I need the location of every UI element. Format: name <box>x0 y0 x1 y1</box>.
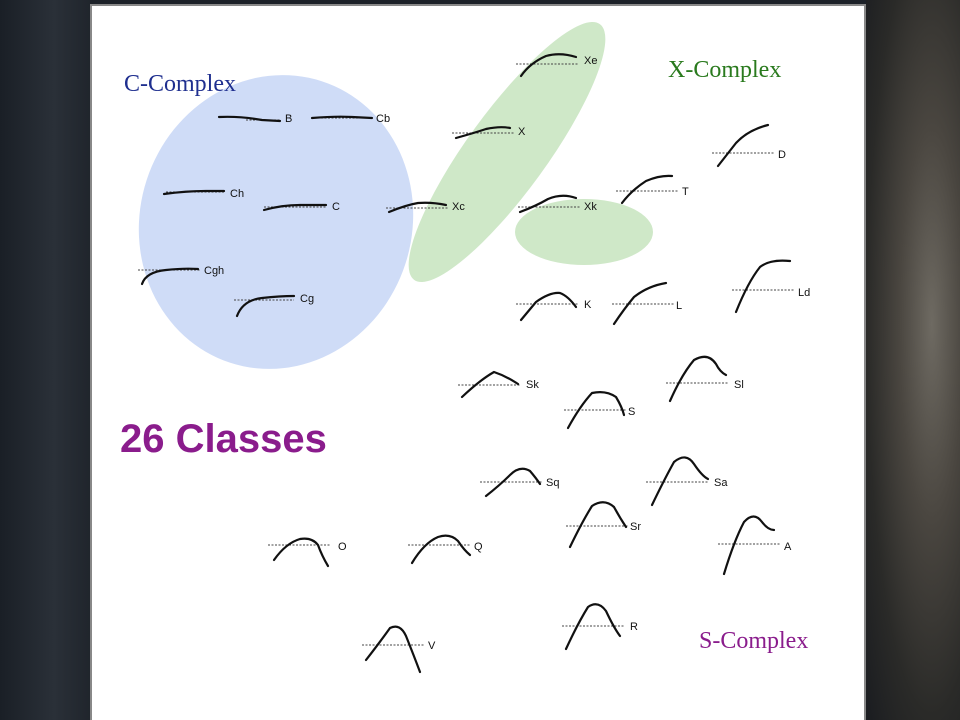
spectrum-c: C <box>262 201 340 213</box>
class-label: Ch <box>230 188 244 200</box>
spectrum-o: O <box>268 537 347 568</box>
class-label: A <box>784 541 792 553</box>
spectrum-d: D <box>712 123 786 168</box>
class-label: Cg <box>300 293 314 305</box>
spectrum-curve <box>568 501 628 549</box>
spectrum-a: A <box>718 515 792 576</box>
class-label: R <box>630 621 638 633</box>
spectrum-curve <box>410 534 472 565</box>
class-label: X <box>518 126 526 138</box>
spectrum-sq: Sq <box>480 467 559 498</box>
spectrum-curve <box>217 115 282 123</box>
class-label: K <box>584 299 592 311</box>
spectrum-s: S <box>564 391 635 430</box>
spectrum-curve <box>387 201 448 214</box>
spectrum-ld: Ld <box>732 259 810 314</box>
class-label: L <box>676 300 682 312</box>
spectrum-curve <box>162 189 226 196</box>
spectrum-xc: Xc <box>386 201 465 214</box>
spectrum-curve <box>519 291 578 322</box>
class-label: Cgh <box>204 265 224 277</box>
class-label: Sq <box>546 477 559 489</box>
spectrum-curve <box>612 281 668 326</box>
spectrum-l: L <box>612 281 682 326</box>
spectrum-cg: Cg <box>234 293 314 318</box>
class-label: C <box>332 201 340 213</box>
spectrum-curve <box>310 115 374 120</box>
spectrum-xe: Xe <box>516 53 597 78</box>
class-label: S <box>628 406 635 418</box>
spectrum-x: X <box>452 126 526 140</box>
spectrum-sk: Sk <box>458 370 539 399</box>
spectrum-xk: Xk <box>518 194 597 214</box>
spectrum-curve <box>620 174 674 205</box>
spectrum-b: B <box>217 113 292 125</box>
spectrum-cgh: Cgh <box>138 265 224 286</box>
spectrum-curve <box>262 203 328 212</box>
spectrum-r: R <box>562 603 638 651</box>
class-label: Xe <box>584 55 597 67</box>
spectrum-t: T <box>616 174 689 205</box>
class-label: O <box>338 541 347 553</box>
class-label: Cb <box>376 113 390 125</box>
c-complex-label: C-Complex <box>124 71 236 97</box>
spectrum-cb: Cb <box>310 113 390 125</box>
spectrum-q: Q <box>408 534 483 565</box>
spectrum-curve <box>519 53 578 78</box>
spectrum-curve <box>650 456 710 507</box>
spectrum-v: V <box>362 625 436 674</box>
spectrum-sa: Sa <box>646 456 728 507</box>
class-label: B <box>285 113 292 125</box>
class-label: Q <box>474 541 483 553</box>
spectrum-curve <box>722 515 776 576</box>
x-complex-region <box>408 22 606 282</box>
class-label: Ld <box>798 287 810 299</box>
xk-region <box>515 199 653 265</box>
spectrum-curve <box>454 126 512 140</box>
spectrum-curve <box>734 259 792 314</box>
class-label: Sk <box>526 379 539 391</box>
spectrum-ch: Ch <box>162 188 244 200</box>
class-label: T <box>682 186 689 198</box>
spectrum-curve <box>272 537 330 568</box>
spectrum-curve <box>140 267 200 286</box>
asteroid-background-image <box>866 0 960 720</box>
class-label: Sa <box>714 477 728 489</box>
class-label: D <box>778 149 786 161</box>
c-complex-region <box>138 75 414 369</box>
spectrum-curve <box>460 370 520 399</box>
spectrum-sl: Sl <box>666 355 744 403</box>
spectrum-curve <box>668 355 728 403</box>
class-count-title: 26 Classes <box>120 417 327 461</box>
spectrum-sr: Sr <box>566 501 641 549</box>
spectrum-curve <box>364 625 422 674</box>
spectrum-curve <box>564 603 622 651</box>
x-complex-label: X-Complex <box>668 57 781 83</box>
class-label: V <box>428 640 436 652</box>
left-background <box>0 0 90 720</box>
spectrum-curve <box>484 467 542 498</box>
spectrum-curve <box>235 294 296 318</box>
spectrum-k: K <box>516 291 592 322</box>
spectrum-curve <box>716 123 770 168</box>
class-label: Xk <box>584 201 597 213</box>
class-label: Sl <box>734 379 744 391</box>
spectrum-curve <box>518 194 578 214</box>
spectrum-curve <box>566 391 626 430</box>
class-label: Xc <box>452 201 465 213</box>
class-label: Sr <box>630 521 641 533</box>
s-complex-label: S-Complex <box>699 628 808 654</box>
